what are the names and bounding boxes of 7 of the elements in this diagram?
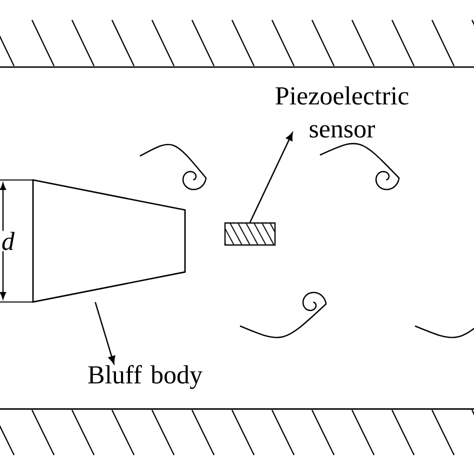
arrow: [94, 302, 116, 364]
arrow: [249, 132, 293, 223]
dimension-label: d: [0, 230, 16, 252]
sensor-rectangle: [224, 222, 276, 246]
bluff-body: [32, 179, 186, 303]
text-label: Bluff body: [88, 365, 202, 389]
text-label: Piezoelectric sensor: [276, 86, 408, 138]
